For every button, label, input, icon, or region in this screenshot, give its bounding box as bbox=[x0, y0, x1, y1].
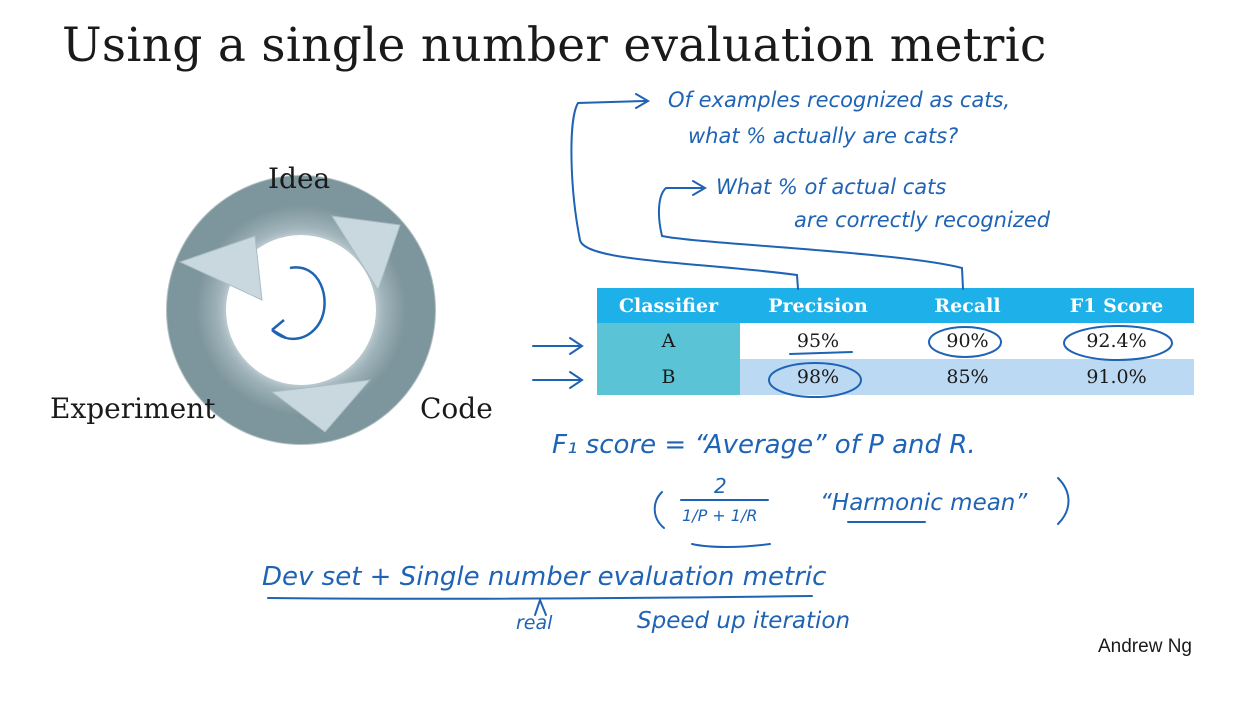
cell-recall: 90% bbox=[946, 330, 989, 352]
header-recall: Recall bbox=[896, 288, 1039, 323]
header-classifier: Classifier bbox=[597, 288, 740, 323]
cycle-ring bbox=[167, 176, 435, 444]
inner-loop-icon bbox=[271, 266, 326, 341]
cell-classifier: B bbox=[597, 359, 740, 395]
bottom-summary-note: Dev set + Single number evaluation metri… bbox=[262, 562, 827, 592]
cycle-arrow-left bbox=[178, 235, 263, 301]
underline-95 bbox=[789, 351, 853, 355]
author-credit: Andrew Ng bbox=[1098, 636, 1192, 657]
cell-precision: 95% bbox=[796, 330, 840, 352]
table-row: B 98% 85% 91.0% bbox=[597, 359, 1194, 395]
bottom-underline bbox=[267, 595, 813, 600]
cell-precision: 98% bbox=[740, 359, 896, 395]
cycle-arrow-bottom-right bbox=[270, 379, 372, 433]
bottom-sub-real: real bbox=[516, 612, 553, 634]
cycle-label-experiment: Experiment bbox=[50, 392, 216, 425]
cycle-label-idea: Idea bbox=[268, 162, 331, 195]
precision-note-line2: what % actually are cats? bbox=[688, 124, 959, 148]
recall-note-line2: are correctly recognized bbox=[794, 208, 1051, 232]
formula-denominator: 1/P + 1/R bbox=[682, 506, 758, 525]
cell-recall: 85% bbox=[896, 359, 1039, 395]
recall-pointer-arrow bbox=[657, 187, 964, 290]
table-row: A 95% 90% 92.4% bbox=[597, 323, 1194, 359]
cell-classifier: A bbox=[597, 323, 740, 359]
recall-note-line1: What % of actual cats bbox=[716, 175, 947, 199]
circle-92-4 bbox=[1063, 325, 1173, 361]
precision-pointer-arrow bbox=[570, 100, 799, 290]
table-header-row: Classifier Precision Recall F1 Score bbox=[597, 288, 1194, 323]
slide-title: Using a single number evaluation metric bbox=[62, 18, 1047, 73]
harmonic-mean-note: “Harmonic mean” bbox=[820, 490, 1028, 516]
bottom-sub-speed: Speed up iteration bbox=[637, 608, 851, 634]
header-f1-score: F1 Score bbox=[1039, 288, 1194, 323]
header-precision: Precision bbox=[740, 288, 896, 323]
circle-90 bbox=[928, 326, 1002, 358]
circle-98 bbox=[768, 362, 862, 398]
classifier-metrics-table: Classifier Precision Recall F1 Score A 9… bbox=[597, 288, 1194, 395]
cycle-arrow-top bbox=[331, 215, 401, 292]
precision-note-line1: Of examples recognized as cats, bbox=[668, 88, 1011, 112]
f1-definition-note: F₁ score = “Average” of P and R. bbox=[552, 430, 976, 460]
cell-f1: 92.4% bbox=[1086, 330, 1147, 352]
formula-numerator: 2 bbox=[714, 474, 727, 498]
cycle-label-code: Code bbox=[420, 392, 493, 425]
cell-f1: 91.0% bbox=[1039, 359, 1194, 395]
